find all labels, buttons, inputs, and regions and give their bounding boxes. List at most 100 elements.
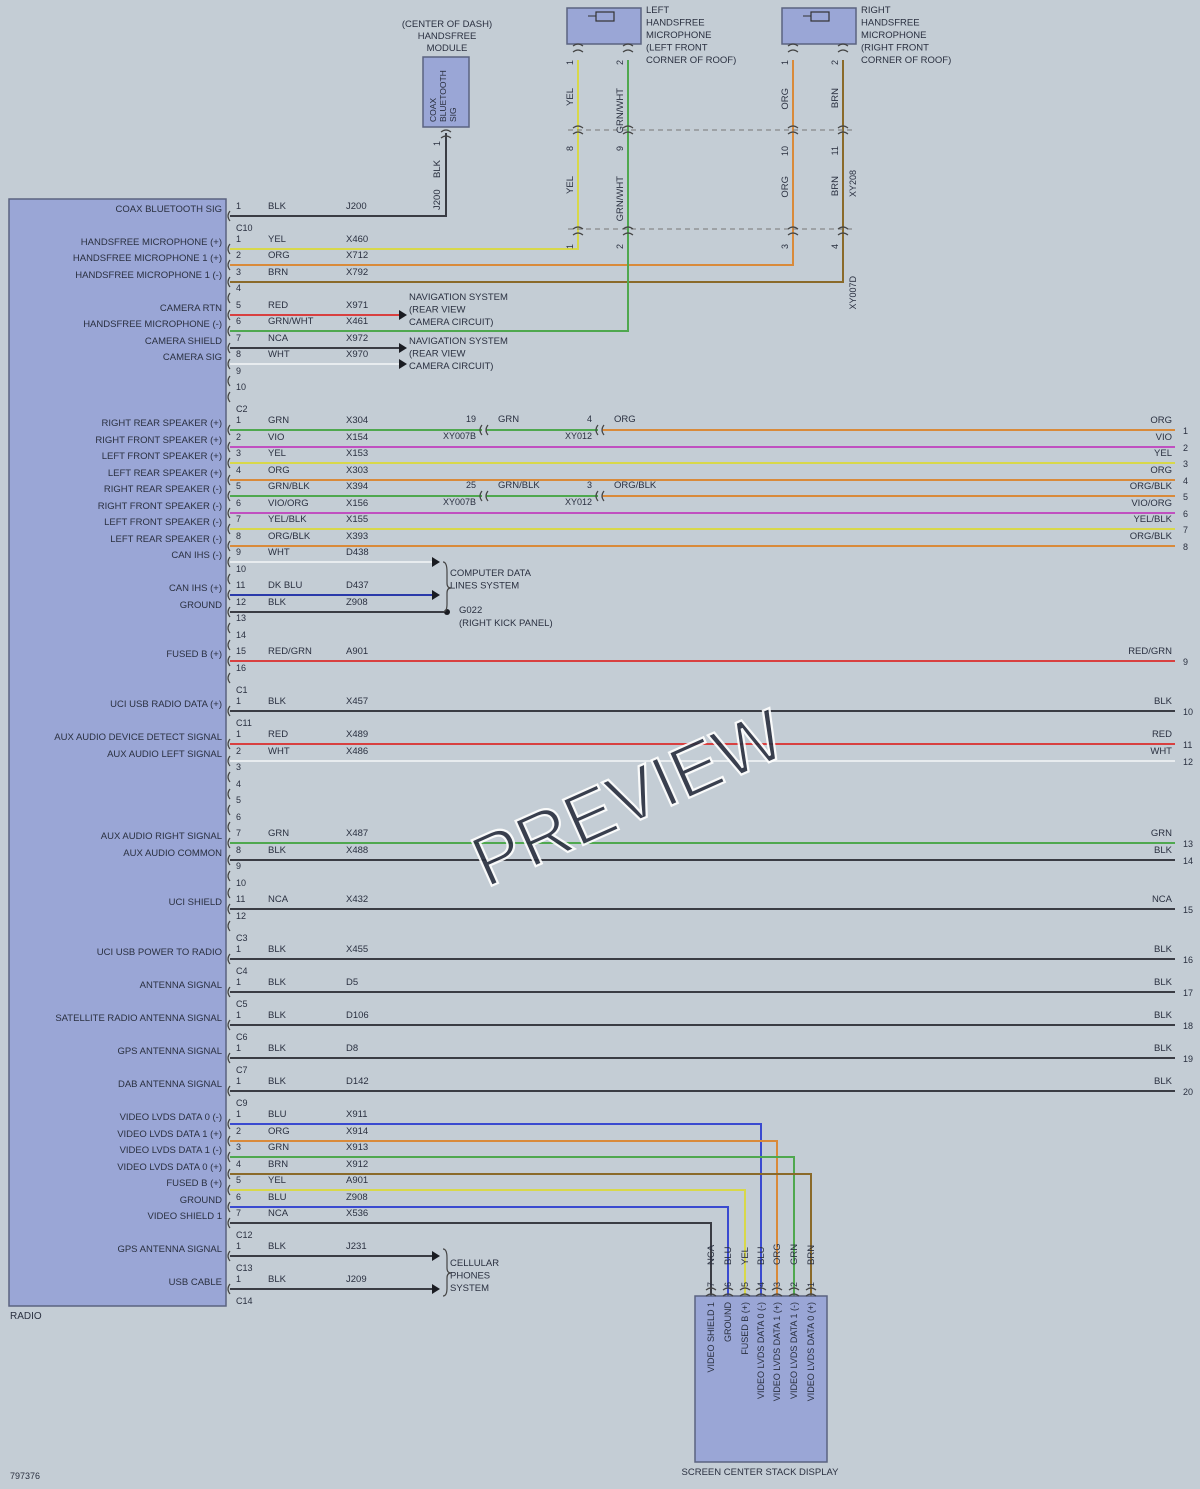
pin-number: 12 bbox=[236, 597, 246, 607]
wire-color: BLK bbox=[268, 845, 287, 856]
display-pin-signal: VIDEO LVDS DATA 1 (+) bbox=[772, 1302, 782, 1401]
nav-system-reference: (REAR VIEW bbox=[409, 305, 466, 316]
wire-color: BLK bbox=[268, 1274, 287, 1285]
wire-color: NCA bbox=[268, 1208, 289, 1219]
circuit-id: Z908 bbox=[346, 1192, 368, 1203]
terminal-color: BLK bbox=[1154, 845, 1173, 856]
signal-name: VIDEO LVDS DATA 1 (+) bbox=[117, 1129, 222, 1140]
pin-bracket bbox=[227, 1201, 231, 1213]
circuit-id: X154 bbox=[346, 432, 368, 443]
pin-bracket bbox=[227, 523, 231, 535]
circuit-id: X393 bbox=[346, 531, 368, 542]
signal-name: UCI USB RADIO DATA (+) bbox=[110, 699, 222, 710]
bluetooth-circuit: J200 bbox=[432, 189, 443, 210]
display-pin-number: 7 bbox=[706, 1282, 716, 1287]
wire-display bbox=[230, 1222, 712, 1296]
pin-number: 1 bbox=[236, 1010, 241, 1020]
wire-color: BRN bbox=[268, 1159, 288, 1170]
inline-connector bbox=[595, 490, 599, 502]
right-mic-title: CORNER OF ROOF) bbox=[861, 55, 951, 66]
wire-color: GRN bbox=[268, 1142, 289, 1153]
arrow-icon bbox=[432, 1284, 440, 1294]
pin-bracket bbox=[227, 1168, 231, 1180]
wire-color: RED bbox=[268, 300, 288, 311]
left-microphone bbox=[566, 7, 642, 45]
wire-display bbox=[230, 1140, 778, 1296]
pin-number: 10 bbox=[236, 564, 246, 574]
pin-bracket bbox=[227, 243, 231, 255]
connector-id: C1 bbox=[236, 685, 248, 695]
right-mic-title: RIGHT bbox=[861, 5, 891, 16]
display-pin-signal: VIDEO LVDS DATA 1 (-) bbox=[789, 1302, 799, 1399]
display-wire-color: BLU bbox=[723, 1246, 734, 1265]
bluetooth-pin-label: BLUETOOTH bbox=[438, 70, 448, 122]
signal-name: HANDSFREE MICROPHONE 1 (-) bbox=[75, 270, 222, 281]
terminal-color: BLK bbox=[1154, 977, 1173, 988]
left-mic-inline bbox=[572, 125, 584, 135]
pin-bracket bbox=[227, 457, 231, 469]
circuit-id: X457 bbox=[346, 696, 368, 707]
signal-name: RIGHT FRONT SPEAKER (+) bbox=[95, 435, 222, 446]
pin-bracket bbox=[227, 589, 231, 601]
terminal-number: 12 bbox=[1183, 757, 1193, 767]
right-mic-inline bbox=[837, 125, 849, 135]
pin-number: 5 bbox=[236, 300, 241, 310]
wire-color: GRN bbox=[268, 415, 289, 426]
ground-reference: (RIGHT KICK PANEL) bbox=[459, 618, 553, 629]
terminal-color: BLK bbox=[1154, 696, 1173, 707]
signal-name: AUX AUDIO COMMON bbox=[123, 848, 222, 859]
inline-connector bbox=[601, 424, 605, 436]
pin-bracket bbox=[227, 210, 231, 222]
wires bbox=[230, 15, 1175, 1296]
wire-color: GRN/BLK bbox=[268, 481, 310, 492]
right-mic-title: (RIGHT FRONT bbox=[861, 43, 929, 54]
bluetooth-module bbox=[422, 56, 470, 128]
right-mic-pin-number: 2 bbox=[830, 60, 840, 65]
pin-number: 3 bbox=[236, 448, 241, 458]
circuit-id: X912 bbox=[346, 1159, 368, 1170]
pin-bracket bbox=[227, 474, 231, 486]
terminal-number: 13 bbox=[1183, 839, 1193, 849]
right-mic-inline-color: BRN bbox=[830, 176, 841, 196]
pin-number: 8 bbox=[236, 531, 241, 541]
circuit-id: X971 bbox=[346, 300, 368, 311]
pin-number: 1 bbox=[236, 944, 241, 954]
pin-bracket bbox=[227, 788, 231, 800]
ground-reference: G022 bbox=[459, 605, 482, 616]
terminal-number: 3 bbox=[1183, 459, 1188, 469]
pin-bracket bbox=[227, 1217, 231, 1229]
pin-bracket bbox=[227, 325, 231, 337]
pin-bracket bbox=[227, 391, 231, 403]
pin-number: 1 bbox=[236, 1076, 241, 1086]
signal-name: SATELLITE RADIO ANTENNA SIGNAL bbox=[55, 1013, 222, 1024]
signal-name: AUX AUDIO RIGHT SIGNAL bbox=[101, 831, 222, 842]
wire-display bbox=[230, 1189, 746, 1296]
pin-number: 1 bbox=[236, 1043, 241, 1053]
wire-color: RED/GRN bbox=[268, 646, 312, 657]
pin-number: 1 bbox=[236, 415, 241, 425]
left-mic-title: (LEFT FRONT bbox=[646, 43, 708, 54]
circuit-id: J231 bbox=[346, 1241, 367, 1252]
pin-number: 3 bbox=[236, 762, 241, 772]
left-mic-bottom bbox=[622, 226, 634, 236]
wire-color: YEL bbox=[268, 1175, 286, 1186]
display-label: SCREEN CENTER STACK DISPLAY bbox=[682, 1467, 840, 1478]
signal-name: LEFT REAR SPEAKER (+) bbox=[108, 468, 222, 479]
circuit-id: X970 bbox=[346, 349, 368, 360]
wire-color: DK BLU bbox=[268, 580, 302, 591]
circuit-id: X303 bbox=[346, 465, 368, 476]
wire-color: BLK bbox=[268, 977, 287, 988]
signal-name: GPS ANTENNA SIGNAL bbox=[117, 1046, 222, 1057]
left-mic-title: HANDSFREE bbox=[646, 18, 705, 29]
wire-color: BLU bbox=[268, 1192, 287, 1203]
wire-color: WHT bbox=[268, 746, 290, 757]
left-mic-inline bbox=[622, 125, 634, 135]
inline-connector-id: XY007D bbox=[848, 276, 858, 310]
wire-color: ORG bbox=[268, 1126, 290, 1137]
pin-bracket bbox=[227, 804, 231, 816]
circuit-id: D106 bbox=[346, 1010, 369, 1021]
terminal-color: RED bbox=[1152, 729, 1172, 740]
nav-system-reference: (REAR VIEW bbox=[409, 349, 466, 360]
circuit-id: X488 bbox=[346, 845, 368, 856]
